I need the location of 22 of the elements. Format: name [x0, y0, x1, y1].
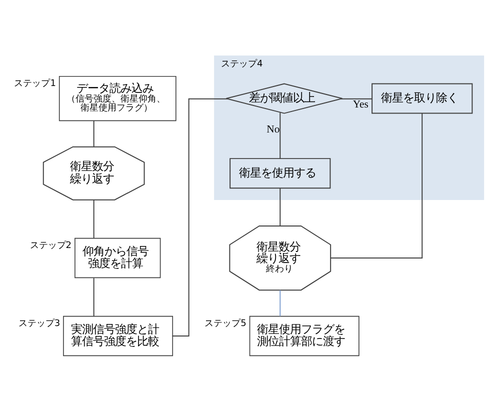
- node-box: 衛星を取り除く: [372, 82, 473, 114]
- connector: [93, 120, 94, 147]
- connector: [172, 98, 228, 336]
- node-box: 衛星を使用する: [230, 158, 331, 188]
- edge-label: Yes: [352, 98, 368, 110]
- node-label: ステップ1: [14, 78, 56, 89]
- connector: [93, 198, 94, 238]
- connector: [280, 187, 281, 226]
- node-box: 衛星使用フラグを測位計算部に渡す: [249, 315, 360, 356]
- node-box: データ読み込み （信号強度、衛星仰角、衛星使用フラグ）: [58, 75, 176, 121]
- connector: [330, 112, 423, 258]
- edge-label: No: [266, 124, 280, 136]
- node-box: 実測信号強度と計算信号強度を比較: [63, 315, 174, 356]
- node-label: ステップ2: [30, 240, 72, 251]
- connector: [280, 112, 281, 159]
- connector: [93, 277, 94, 316]
- node-label: ステップ3: [18, 318, 60, 329]
- connector: [280, 289, 281, 316]
- node-label: ステップ5: [204, 318, 246, 329]
- connector: [340, 98, 372, 99]
- node-box: 仰角から信号強度を計算: [74, 237, 161, 278]
- node-diamond: 差が閾値以上: [226, 82, 343, 114]
